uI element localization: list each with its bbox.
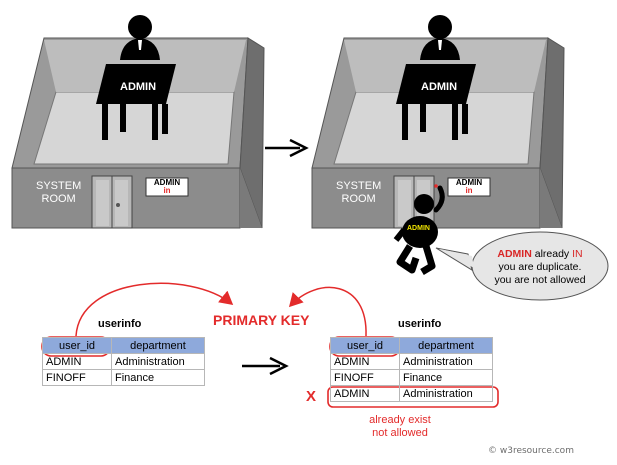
cell-department: Administration xyxy=(399,353,493,370)
left-building xyxy=(11,15,265,229)
left-userinfo-table: user_id department ADMIN Administration … xyxy=(42,337,205,386)
primary-key-label: PRIMARY KEY xyxy=(213,312,310,328)
right-admin-desk-label: ADMIN xyxy=(421,81,458,93)
speech-bubble-text: ADMIN already IN you are duplicate. you … xyxy=(494,248,586,286)
admin-at-desk-right xyxy=(396,15,476,140)
header-department: department xyxy=(111,337,205,354)
primary-key-arrows xyxy=(75,282,367,337)
intruder-figure xyxy=(393,184,445,276)
cell-user-id: ADMIN xyxy=(330,353,400,370)
speech-bubble xyxy=(435,231,609,301)
cell-department: Administration xyxy=(111,353,205,370)
right-building xyxy=(311,15,565,276)
transition-arrow-top xyxy=(265,138,309,158)
right-userinfo-table: user_id department ADMIN Administration … xyxy=(330,337,493,402)
duplicate-table-row: ADMIN Administration xyxy=(330,385,493,402)
right-table-title: userinfo xyxy=(398,318,442,330)
transition-arrow-bottom xyxy=(242,356,289,376)
cell-user-id: FINOFF xyxy=(330,369,400,386)
cell-user-id: FINOFF xyxy=(42,369,112,386)
cell-department: Finance xyxy=(399,369,493,386)
watermark: © w3resource.com xyxy=(488,446,574,456)
cell-user-id: ADMIN xyxy=(42,353,112,370)
header-user-id: user_id xyxy=(42,337,112,354)
left-table-title: userinfo xyxy=(98,318,142,330)
table-row: FINOFF Finance xyxy=(330,369,493,386)
table-row: ADMIN Administration xyxy=(42,353,205,370)
intruder-label: ADMIN xyxy=(407,225,430,232)
header-department: department xyxy=(399,337,493,354)
cell-department: Finance xyxy=(111,369,205,386)
cell-department: Administration xyxy=(399,385,493,402)
table-row: ADMIN Administration xyxy=(330,353,493,370)
table-row: FINOFF Finance xyxy=(42,369,205,386)
left-admin-desk-label: ADMIN xyxy=(120,81,157,93)
cell-user-id: ADMIN xyxy=(330,385,400,402)
header-user-id: user_id xyxy=(330,337,400,354)
reject-x-mark: X xyxy=(306,388,317,405)
admin-at-desk-left xyxy=(96,15,176,140)
